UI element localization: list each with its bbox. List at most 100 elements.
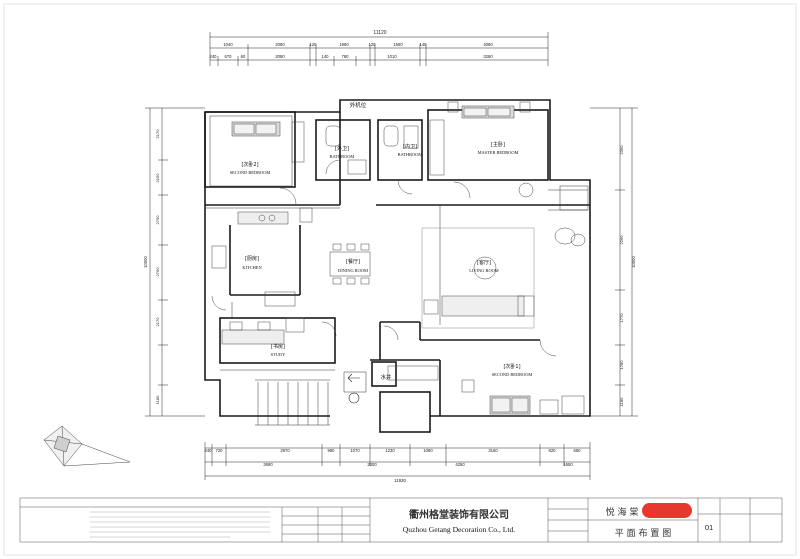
svg-text:240: 240 <box>205 448 213 453</box>
svg-text:670: 670 <box>225 54 233 59</box>
top-total-dim: 11120 <box>373 30 386 36</box>
svg-text:2300: 2300 <box>367 462 377 467</box>
svg-text:1780: 1780 <box>619 360 624 370</box>
svg-text:60: 60 <box>241 54 246 59</box>
living-en: LIVING ROOM <box>469 268 498 273</box>
svg-text:2260: 2260 <box>619 235 624 245</box>
svg-text:2150: 2150 <box>155 173 160 183</box>
master-bedroom-cn: [主卧] <box>491 141 505 148</box>
door-swings <box>211 159 557 357</box>
title-block <box>19 497 783 543</box>
svg-text:660: 660 <box>574 448 582 453</box>
svg-text:3260: 3260 <box>483 54 493 59</box>
top-row2-dims: 240 670 60 2080 140 760 1010 3260 <box>210 54 494 59</box>
lounge-chair-icon <box>554 227 576 245</box>
svg-text:120: 120 <box>369 42 377 47</box>
left-total-dim: 10000 <box>143 256 148 268</box>
bottom-row1-dims: 240 720 2970 980 1070 1230 1080 3160 820… <box>205 448 582 453</box>
svg-text:2790: 2790 <box>155 215 160 225</box>
left-segment-dims: 2170 2150 2790 2790 2170 1180 <box>155 129 160 405</box>
coffee-table-icon <box>473 256 497 280</box>
svg-text:1180: 1180 <box>155 395 160 404</box>
svg-text:3690: 3690 <box>263 462 273 467</box>
room-labels: 外机位 [次卧2] SECOND BEDROOM [外卫] BATHROOM [… <box>230 101 533 381</box>
svg-text:2170: 2170 <box>155 317 160 327</box>
toilet-icon <box>383 125 399 147</box>
svg-text:720: 720 <box>216 448 224 453</box>
svg-text:760: 760 <box>342 54 350 59</box>
svg-text:240: 240 <box>210 54 218 59</box>
svg-text:1560: 1560 <box>393 42 403 47</box>
svg-text:1770: 1770 <box>619 313 624 323</box>
second-bedroom-2-cn: [次卧2] <box>241 161 258 168</box>
svg-text:120: 120 <box>310 42 318 47</box>
svg-text:1650: 1650 <box>563 462 573 467</box>
bottom-row2-dims: 3690 2300 4250 1650 <box>263 462 573 467</box>
right-total-dim: 10000 <box>631 256 636 268</box>
svg-text:4250: 4250 <box>455 462 465 467</box>
walls <box>204 99 591 433</box>
second-bedroom-1-en: SECOND BEDROOM <box>492 372 533 377</box>
stove-icon <box>237 211 289 225</box>
desk-icon <box>221 329 285 345</box>
kitchen-cn: [厨房] <box>245 255 259 262</box>
dining-table-icon <box>329 251 371 277</box>
exterior-stairs <box>255 382 330 426</box>
water-well-label: 水井 <box>380 373 392 381</box>
key-plan-icon <box>43 425 131 467</box>
toilet-icon <box>325 125 341 147</box>
svg-text:4060: 4060 <box>483 42 493 47</box>
sofa-icon <box>441 295 525 317</box>
svg-text:1080: 1080 <box>423 448 433 453</box>
furniture <box>211 101 586 415</box>
right-segment-dims: 2350 2260 1770 1780 1180 <box>619 145 624 407</box>
svg-text:140: 140 <box>322 54 330 59</box>
study-en: STUDY <box>271 352 286 357</box>
svg-text:3160: 3160 <box>488 448 498 453</box>
svg-text:820: 820 <box>549 448 557 453</box>
sink-icon <box>211 245 227 269</box>
bathroom-outer-en: BATHROOM <box>330 154 355 159</box>
dining-en: DINING ROOM <box>338 268 368 273</box>
svg-text:1040: 1040 <box>223 42 233 47</box>
svg-text:1230: 1230 <box>385 448 395 453</box>
bathroom-outer-cn: [外卫] <box>335 145 349 152</box>
svg-text:2350: 2350 <box>619 145 624 155</box>
project-name: 悦 海 棠 <box>606 506 639 518</box>
sheet-number: 01 <box>705 523 713 532</box>
living-cn: [客厅] <box>477 259 491 266</box>
top-row1-dims: 1040 2080 120 1960 120 1560 140 4060 <box>223 42 493 47</box>
bathroom-inner-cn: [内卫] <box>403 143 417 150</box>
title-block-notes <box>90 511 270 538</box>
left-dimensions <box>145 107 205 417</box>
drawing-title: 平 面 布 置 图 <box>615 527 671 539</box>
armchair-icon <box>518 182 534 198</box>
bottom-dimensions <box>204 442 591 480</box>
svg-text:140: 140 <box>420 42 428 47</box>
svg-text:980: 980 <box>328 448 336 453</box>
bottom-total-dim: 11930 <box>394 478 406 483</box>
svg-text:2790: 2790 <box>155 267 160 277</box>
svg-text:1180: 1180 <box>619 397 624 406</box>
interior-lines <box>205 115 589 393</box>
svg-text:2970: 2970 <box>280 448 290 453</box>
bathroom-inner-en: BATHROOM <box>398 152 423 157</box>
svg-text:2170: 2170 <box>155 129 160 139</box>
company-name-cn: 衢州格堂装饰有限公司 <box>409 508 509 521</box>
master-bedroom-en: MASTER BEDROOM <box>478 150 519 155</box>
svg-text:2080: 2080 <box>275 54 285 59</box>
dining-cn: [餐厅] <box>346 258 360 265</box>
top-dimensions <box>209 32 549 66</box>
second-bedroom-2-en: SECOND BEDROOM <box>230 170 271 175</box>
svg-text:1010: 1010 <box>387 54 397 59</box>
svg-text:2080: 2080 <box>275 42 285 47</box>
svg-text:1070: 1070 <box>350 448 360 453</box>
company-name-en: Quzhou Getang Decoration Co., Ltd. <box>403 525 516 534</box>
kitchen-en: KITCHEN <box>242 265 262 270</box>
svg-text:1960: 1960 <box>339 42 349 47</box>
second-bedroom-1-cn: [次卧1] <box>503 363 520 370</box>
right-dimensions <box>590 107 638 417</box>
red-stamp-mark <box>642 503 692 518</box>
sheet-border <box>3 3 797 556</box>
